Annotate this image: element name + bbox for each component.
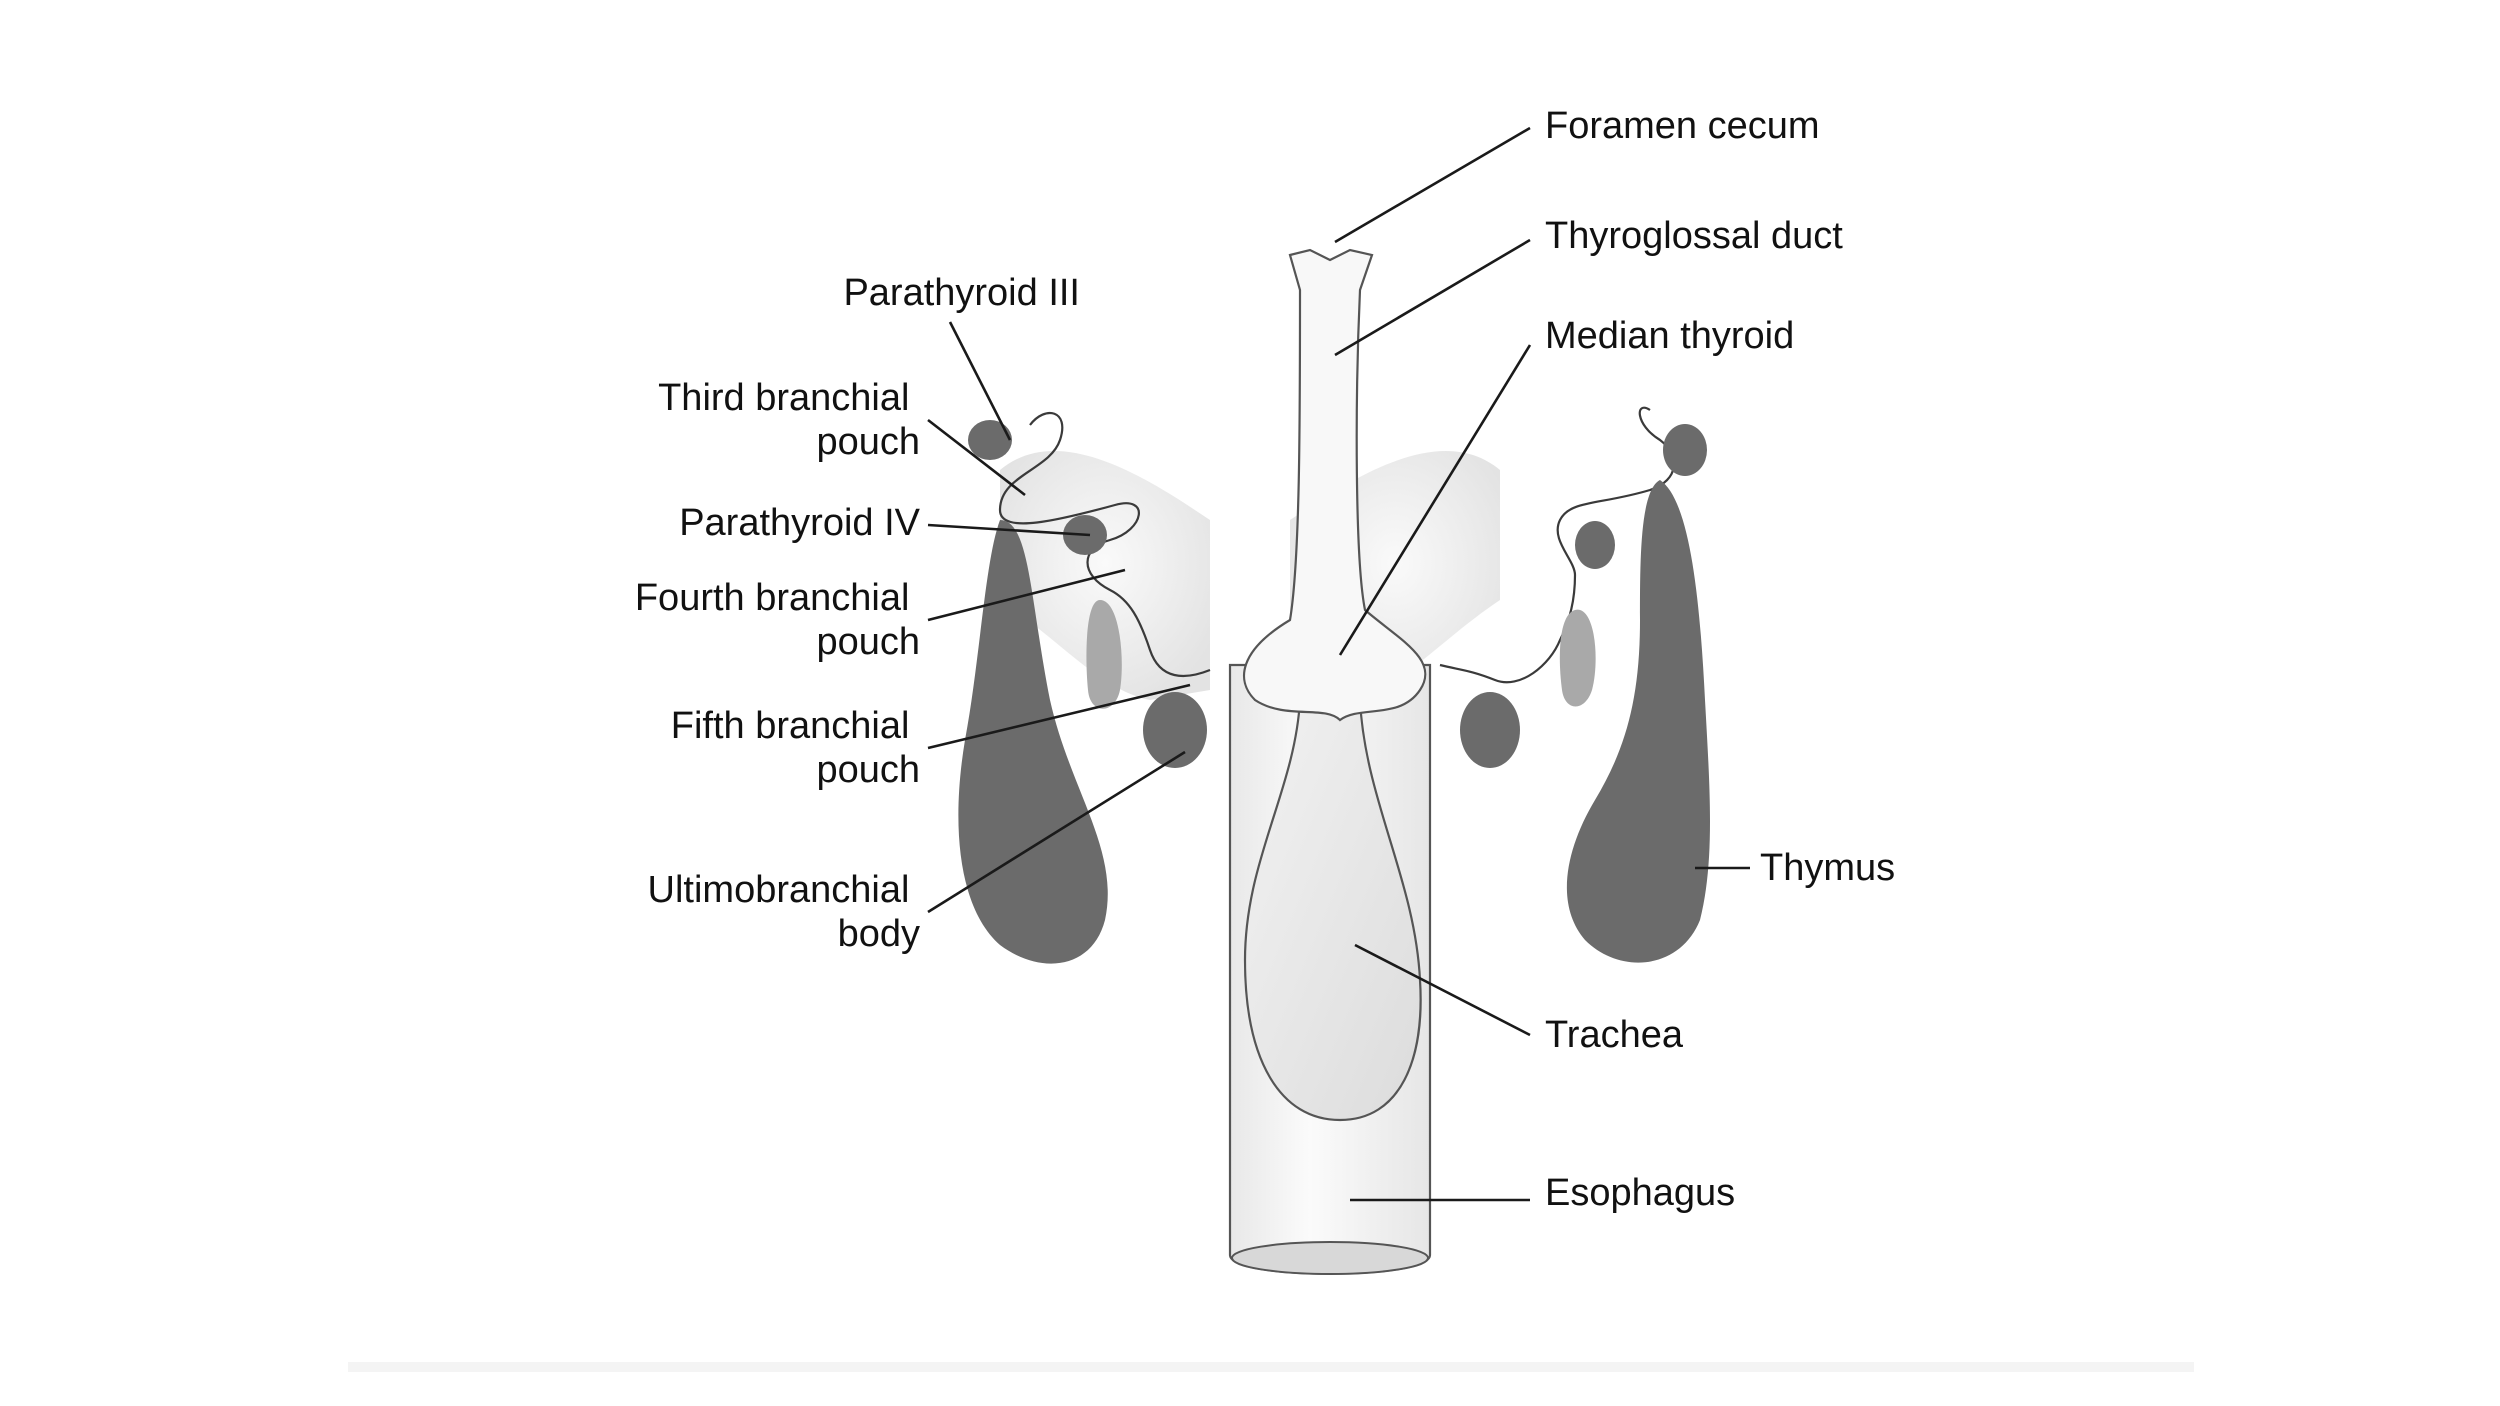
bottom-divider [348,1362,2194,1372]
label-fifth-branchial-pouch: Fifth branchial pouch [671,705,920,791]
label-thymus: Thymus [1760,847,1895,889]
left-pouch-outline [998,411,1211,678]
label-parathyroid-iv: Parathyroid IV [679,502,920,544]
label-esophagus: Esophagus [1545,1172,1735,1214]
left-parathyroid-iii [968,420,1012,460]
leader-median-thyroid [1338,344,1532,656]
leader-fifth-branchial-pouch [927,683,1191,750]
left-ultimobranchial-body [1143,692,1207,768]
leader-parathyroid-iv [927,523,1091,537]
trachea-shape [1243,698,1422,1122]
label-trachea: Trachea [1545,1014,1684,1056]
label-median-thyroid: Median thyroid [1545,315,1794,357]
label-thyroglossal-duct: Thyroglossal duct [1545,215,1843,257]
label-parathyroid-iii: Parathyroid III [843,272,1080,314]
label-ultimobranchial-body: Ultimobranchial body [648,869,920,955]
left-thymus [958,520,1108,964]
right-thymus [1566,480,1710,963]
leader-fourth-branchial-pouch [927,568,1126,622]
leader-parathyroid-iii [948,321,1012,441]
leader-lines [927,126,1750,1202]
right-parathyroid-iv [1575,521,1615,569]
label-foramen-cecum: Foramen cecum [1545,105,1820,147]
right-ultimobranchial-body [1460,692,1520,768]
leader-third-branchial-pouch [927,418,1026,497]
right-parathyroid-iii [1663,424,1707,476]
right-fourth-pouch-lobe [1559,609,1596,707]
thyroglossal-duct-shape [1242,248,1427,722]
labels: Foramen cecum Thyroglossal duct Median t… [635,105,1895,1214]
left-fourth-pouch-lobe [1086,600,1122,709]
leader-foramen-cecum [1334,126,1531,244]
leader-thyroglossal-duct [1334,238,1531,357]
leader-trachea [1354,943,1531,1037]
leader-ultimobranchial-body [927,750,1186,914]
label-fourth-branchial-pouch: Fourth branchial pouch [635,577,920,663]
label-third-branchial-pouch: Third branchial pouch [658,377,920,463]
